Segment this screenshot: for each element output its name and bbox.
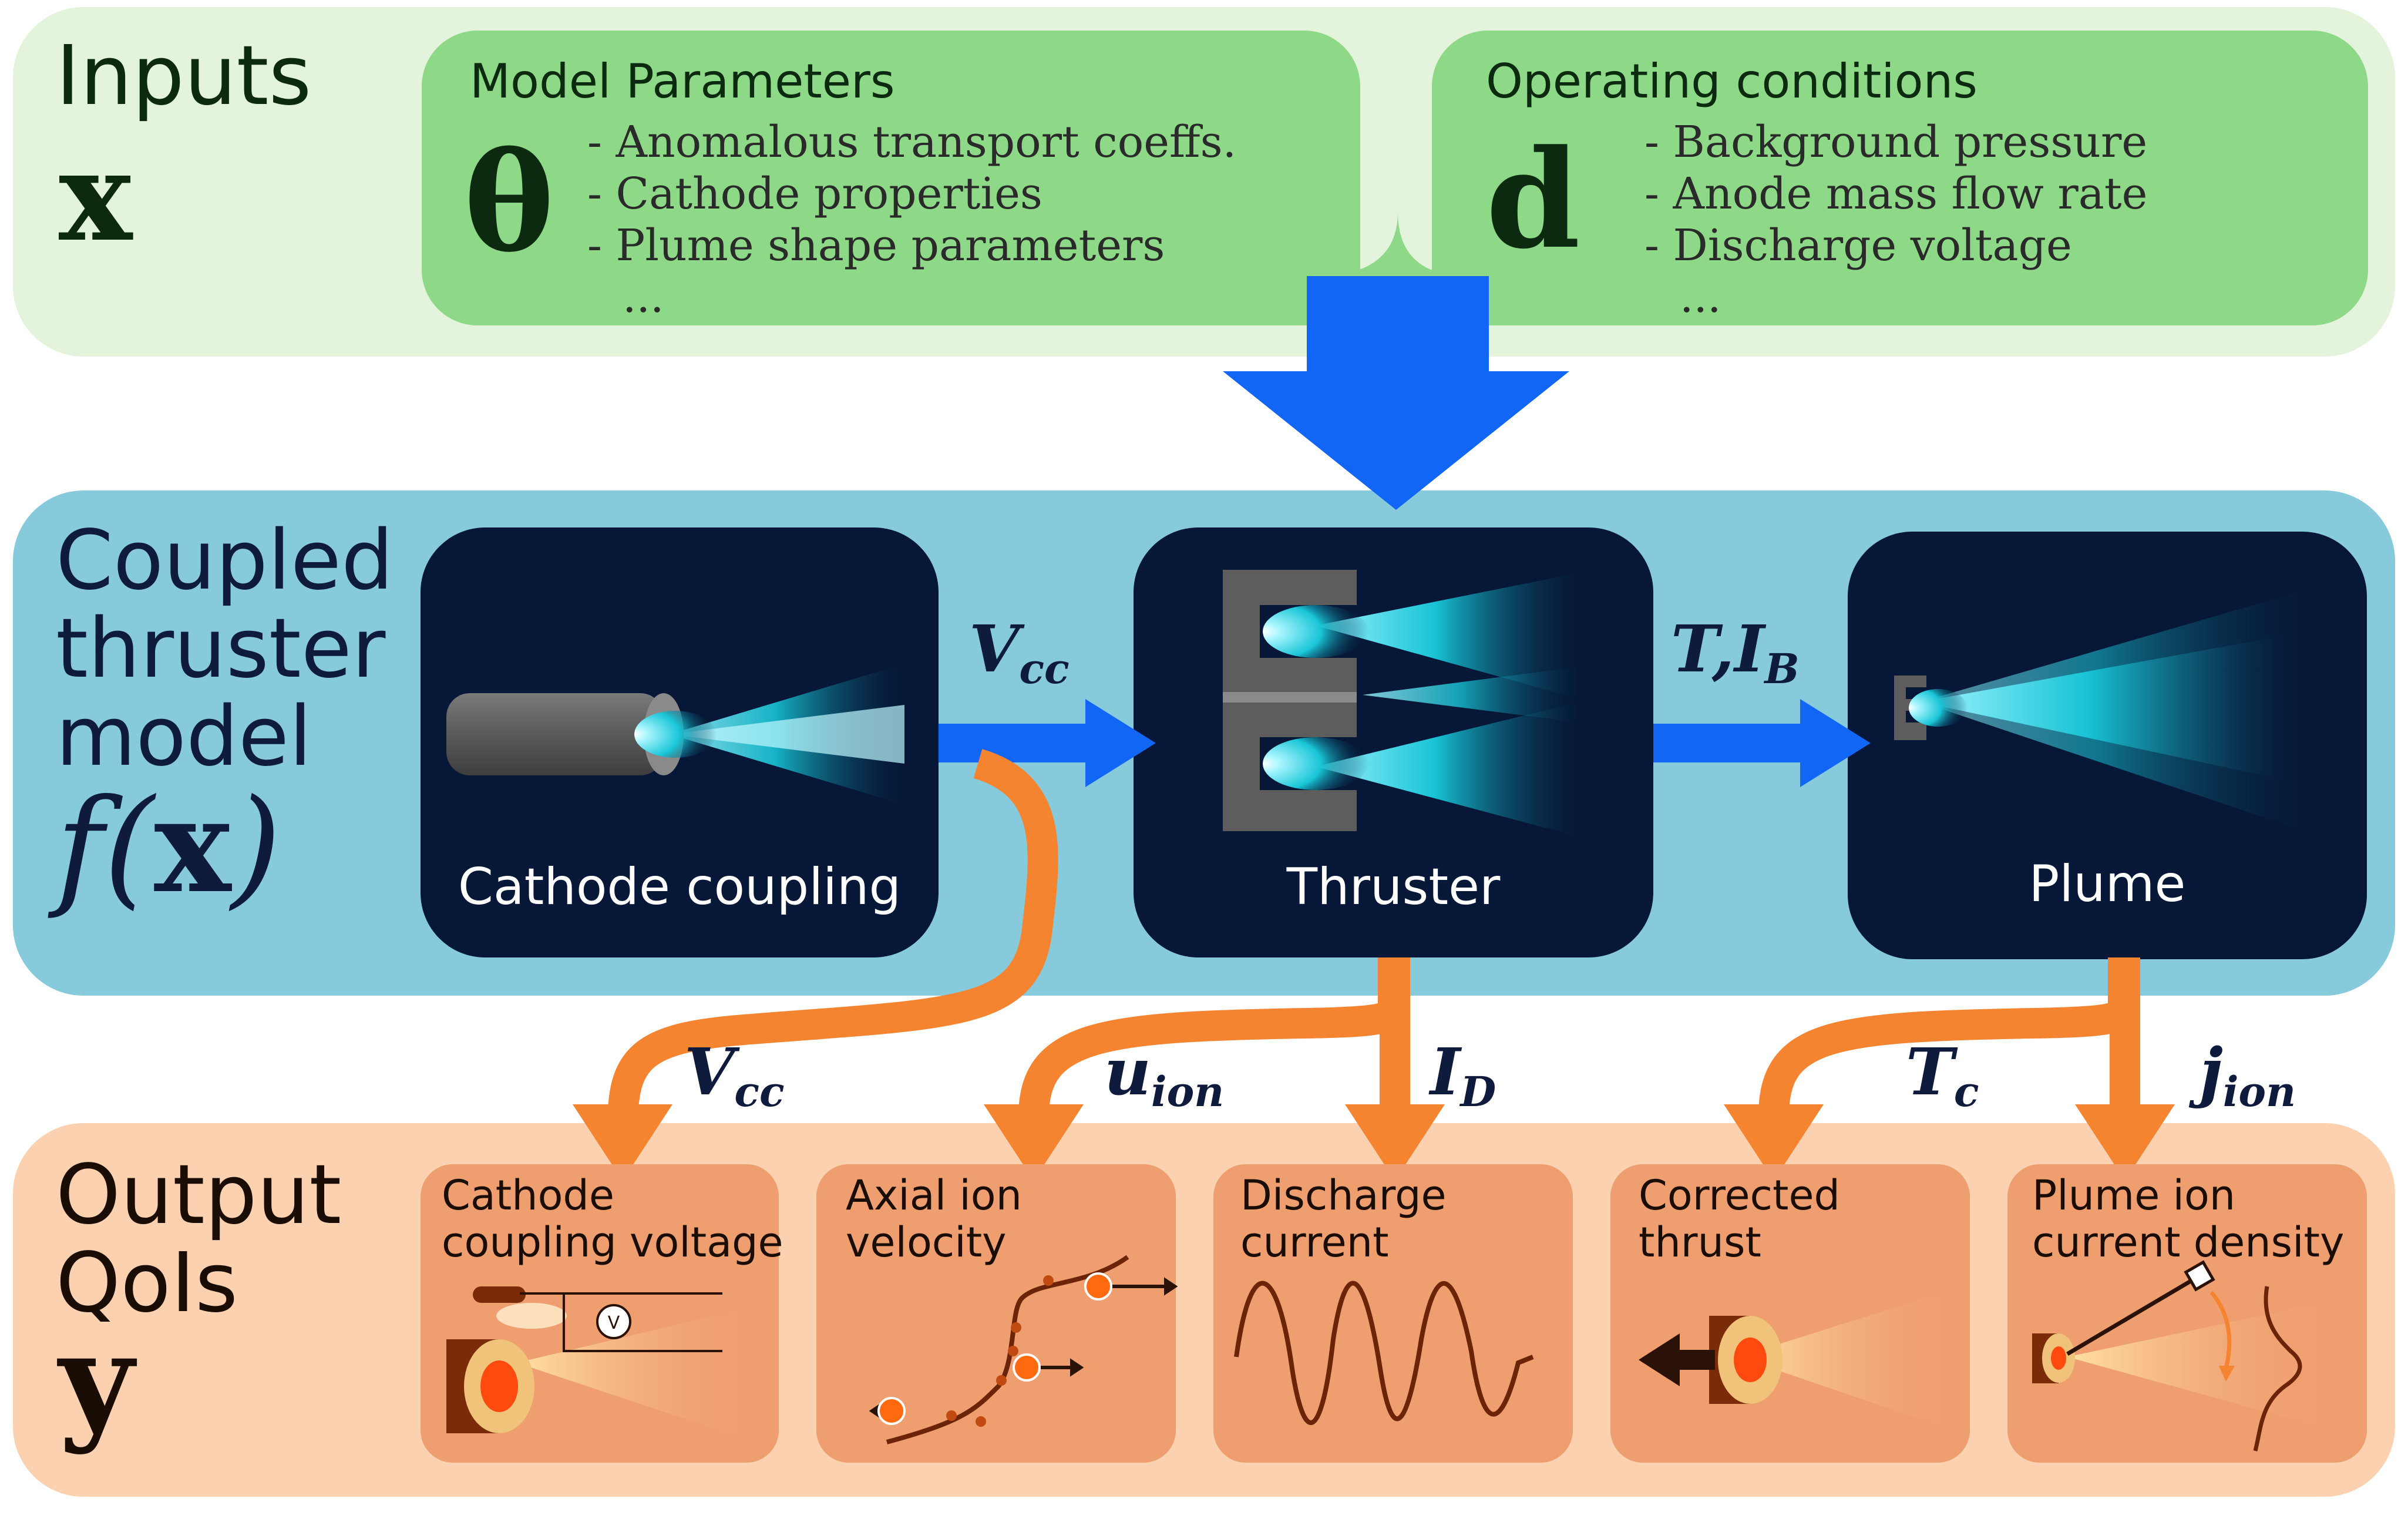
model-param-item: - Anomalous transport coeffs. — [587, 117, 1237, 167]
output-box-discharge-current — [1213, 1164, 1573, 1463]
model-param-item: - Cathode properties — [587, 169, 1042, 219]
thruster-label-wrap: Thruster — [1134, 858, 1653, 928]
plume-label: Plume — [2029, 855, 2186, 913]
output-title-line: Cathode — [442, 1171, 614, 1219]
model-title: Coupled thruster model — [56, 517, 394, 781]
inputs-to-model-arrow — [1223, 276, 1569, 510]
cathode-label-wrap: Cathode coupling — [421, 858, 939, 928]
operating-conditions-list: - Background pressure - Anode mass flow … — [1644, 116, 2147, 323]
output-label-id: ID — [1430, 1034, 1496, 1116]
model-param-item: ... — [623, 272, 664, 322]
output-title-corrected-thrust: Corrected thrust — [1639, 1172, 1840, 1266]
orange-arrowheads — [573, 1104, 2175, 1181]
model-symbol-x: x — [154, 770, 231, 922]
coupling-label-vcc: Vcc — [969, 611, 1070, 693]
cathode-illustration — [446, 664, 904, 805]
model-symbol-f: f — [56, 771, 104, 922]
coupling-label-thrust-beam: T,IB — [1671, 611, 1800, 693]
plume-illustration — [1894, 587, 2314, 834]
model-parameters-symbol: θ — [464, 123, 554, 282]
cathode-voltage-illustration: V — [446, 1286, 764, 1445]
model-title-line: thruster — [56, 601, 386, 697]
model-parameters-box — [422, 31, 1360, 325]
corrected-thrust-illustration — [1639, 1286, 1962, 1433]
output-title-ion-velocity: Axial ion velocity — [846, 1172, 1022, 1266]
output-title-plume-density: Plume ion current density — [2032, 1172, 2344, 1266]
meter-label: V — [608, 1313, 620, 1333]
outputs-title-line: QoIs — [56, 1235, 238, 1331]
discharge-current-illustration — [1234, 1281, 1534, 1425]
ion-velocity-illustration — [869, 1255, 1178, 1444]
output-title-line: current density — [2032, 1218, 2345, 1266]
model-parameters-list: - Anomalous transport coeffs. - Cathode … — [587, 116, 1236, 323]
thruster-illustration — [1223, 570, 1580, 837]
outputs-title-line: Output — [56, 1147, 342, 1243]
model-param-item: - Plume shape parameters — [587, 220, 1165, 271]
operating-conditions-symbol: d — [1486, 120, 1580, 279]
thruster-label: Thruster — [1286, 858, 1501, 916]
operating-condition-item: - Discharge voltage — [1644, 220, 2072, 271]
model-title-line: Coupled — [56, 513, 394, 609]
output-title-discharge-current: Discharge current — [1240, 1172, 1447, 1266]
plume-density-illustration — [2032, 1260, 2343, 1451]
output-title-line: velocity — [846, 1218, 1007, 1266]
output-label-uion: uion — [1104, 1034, 1225, 1116]
model-symbol-close: ) — [231, 771, 282, 922]
model-symbol: f(x) — [56, 775, 281, 918]
orange-output-arrows — [607, 749, 2140, 1128]
model-parameters-title: Model Parameters — [470, 54, 895, 109]
output-title-line: thrust — [1639, 1218, 1761, 1266]
operating-condition-item: - Background pressure — [1644, 117, 2148, 167]
output-title-line: Discharge — [1240, 1171, 1447, 1219]
operating-condition-item: - Anode mass flow rate — [1644, 169, 2148, 219]
output-box-ion-velocity — [816, 1164, 1176, 1463]
model-title-line: model — [56, 689, 312, 785]
output-title-line: current — [1240, 1218, 1389, 1266]
output-title-line: coupling voltage — [442, 1218, 783, 1266]
output-label-vcc: Vcc — [684, 1034, 785, 1116]
output-title-cathode-voltage: Cathode coupling voltage — [442, 1172, 783, 1266]
operating-condition-item: ... — [1680, 272, 1721, 322]
inputs-title: Inputs — [56, 28, 312, 124]
model-symbol-open: ( — [103, 771, 154, 922]
operating-conditions-box — [1432, 31, 2368, 325]
thruster-to-plume-arrow — [1653, 699, 1871, 787]
output-label-jion: jion — [2200, 1034, 2296, 1116]
output-title-line: Plume ion — [2032, 1171, 2236, 1219]
output-title-line: Axial ion — [846, 1171, 1022, 1219]
cathode-coupling-label: Cathode coupling — [458, 858, 902, 916]
outputs-symbol: y — [59, 1304, 134, 1456]
param-boxes-group — [422, 31, 2368, 329]
plume-label-wrap: Plume — [1848, 855, 2367, 925]
inputs-symbol: x — [59, 124, 133, 269]
operating-conditions-title: Operating conditions — [1486, 54, 1977, 109]
output-title-line: Corrected — [1639, 1171, 1840, 1219]
cathode-to-thruster-arrow — [939, 699, 1156, 787]
output-label-tc: Tc — [1906, 1034, 1979, 1116]
outputs-panel — [13, 1123, 2395, 1497]
outputs-title: Output QoIs — [56, 1151, 341, 1328]
